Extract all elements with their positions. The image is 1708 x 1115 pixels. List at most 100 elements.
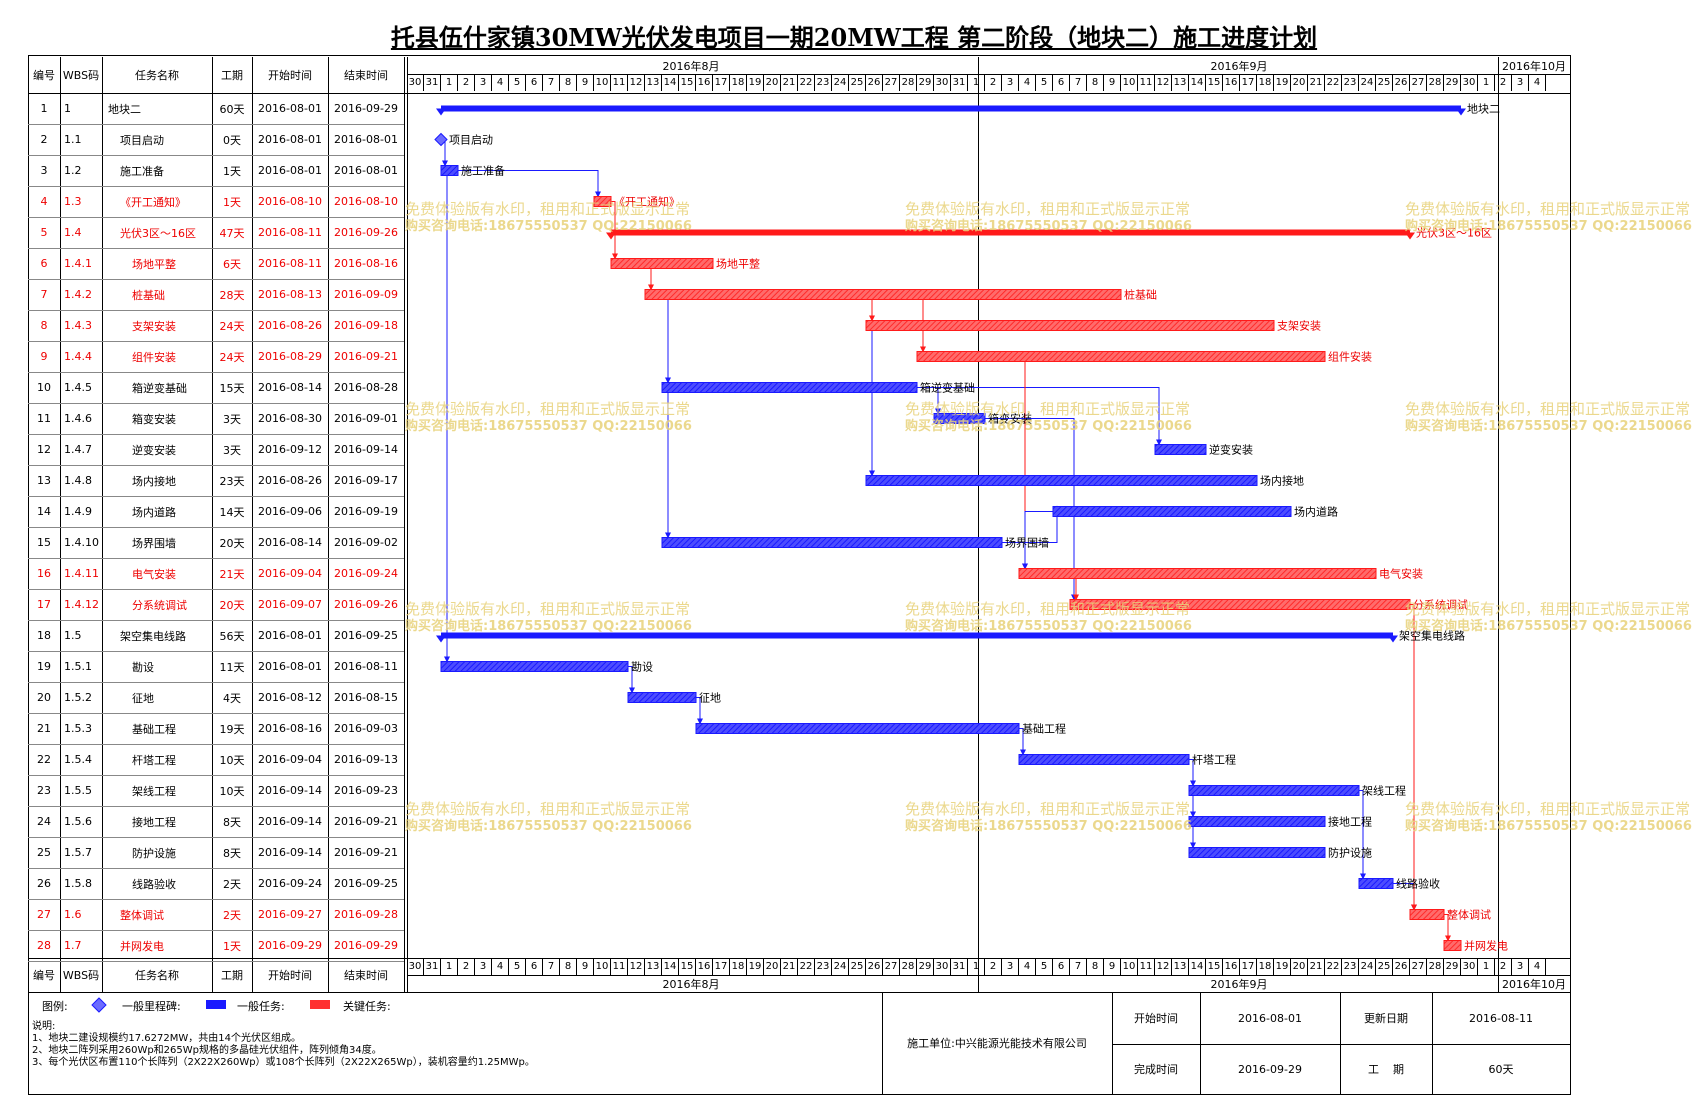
task-start: 2016-09-27 [258, 908, 322, 921]
task-duration: 10天 [219, 784, 245, 798]
schedule-frame [28, 55, 1571, 1095]
task-start: 2016-08-26 [258, 319, 322, 332]
task-wbs: 1.5.6 [64, 815, 92, 828]
timeline-day: 1 [441, 958, 458, 975]
dependency-link [458, 170, 601, 198]
bar-label: 箱逆变基础 [920, 381, 975, 395]
task-name: 地块二 [108, 102, 141, 116]
timeline-day: 19 [1274, 958, 1291, 975]
timeline-day: 22 [1325, 958, 1342, 975]
period-label: 工 期 [1368, 1063, 1404, 1076]
task-wbs: 1.4.8 [64, 474, 92, 487]
col-duration-footer: 工期 [221, 969, 243, 982]
bar-label: 项目启动 [449, 134, 493, 147]
finish-time-label: 完成时间 [1134, 1063, 1178, 1076]
timeline-day: 31 [951, 958, 968, 975]
period-value: 60天 [1488, 1063, 1514, 1076]
task-duration: 28天 [219, 288, 245, 302]
task-start: 2016-09-12 [258, 443, 322, 456]
bar-label: 电气安装 [1379, 567, 1423, 581]
timeline-day: 1 [968, 958, 985, 975]
task-wbs: 1.6 [64, 908, 82, 921]
bar-label: 杆塔工程 [1192, 753, 1236, 767]
task-wbs: 1.4.7 [64, 443, 92, 456]
bar-label: 逆变安装 [1209, 443, 1253, 457]
col-num-footer: 编号 [33, 969, 55, 982]
task-end: 2016-09-03 [334, 722, 398, 735]
timeline-day: 15 [1206, 74, 1223, 91]
update-date-label: 更新日期 [1364, 1012, 1408, 1025]
timeline-day: 8 [560, 958, 577, 975]
row-divider [28, 124, 404, 125]
task-end: 2016-09-01 [334, 412, 398, 425]
task-start: 2016-09-14 [258, 846, 322, 859]
col-end-header: 结束时间 [344, 69, 388, 82]
task-id: 5 [40, 226, 48, 239]
timeline-day: 29 [1444, 74, 1461, 91]
bar-label: 箱变安装 [988, 412, 1032, 426]
timeline-day: 4 [1019, 74, 1036, 91]
timeline-day: 14 [1189, 958, 1206, 975]
normal-task-icon [206, 1000, 226, 1009]
summary-end-cap [1456, 108, 1466, 116]
task-start: 2016-08-10 [258, 195, 322, 208]
month-aug-top: 2016年8月 [662, 59, 720, 73]
task-end: 2016-09-19 [334, 505, 398, 518]
task-wbs: 1.4.6 [64, 412, 92, 425]
task-duration: 2天 [223, 877, 241, 891]
note-line-2: 2、地块二阵列采用260Wp和265Wp规格的多晶硅光伏组件，阵列倾角34度。 [32, 1045, 382, 1056]
task-duration: 10天 [219, 753, 245, 767]
task-duration: 19天 [219, 722, 245, 736]
task-bar [865, 320, 1275, 331]
task-id: 3 [40, 164, 48, 177]
task-start: 2016-09-14 [258, 815, 322, 828]
timeline-day: 9 [1104, 74, 1121, 91]
timeline-day: 16 [696, 958, 713, 975]
timeline-day: 10 [594, 74, 611, 91]
task-end: 2016-09-26 [334, 598, 398, 611]
timeline-day: 28 [1427, 958, 1444, 975]
task-id: 21 [37, 722, 51, 735]
task-name: 支架安装 [132, 319, 176, 333]
timeline-day: 27 [1410, 958, 1427, 975]
task-end: 2016-09-13 [334, 753, 398, 766]
timeline-day: 2 [1495, 74, 1512, 91]
bar-label: 并网发电 [1464, 939, 1508, 953]
timeline-day: 30 [407, 74, 424, 91]
task-start: 2016-08-16 [258, 722, 322, 735]
info-divider [1432, 992, 1433, 1095]
task-end: 2016-09-21 [334, 815, 398, 828]
row-divider [28, 589, 404, 590]
task-wbs: 1.7 [64, 939, 82, 952]
task-duration: 3天 [223, 412, 241, 426]
dependency-link [1444, 914, 1451, 942]
timeline-day: 25 [849, 958, 866, 975]
timeline-day: 4 [1529, 74, 1546, 91]
task-wbs: 1.4.4 [64, 350, 92, 363]
timeline-day: 4 [492, 958, 509, 975]
timeline-day: 31 [951, 74, 968, 91]
task-id: 23 [37, 784, 51, 797]
task-duration: 6天 [223, 257, 241, 271]
task-duration: 1天 [223, 195, 241, 209]
row-divider [28, 651, 404, 652]
timeline-day: 26 [866, 958, 883, 975]
task-end: 2016-09-24 [334, 567, 398, 580]
task-start: 2016-08-01 [258, 660, 322, 673]
timeline-day: 4 [492, 74, 509, 91]
task-start: 2016-08-01 [258, 102, 322, 115]
task-start: 2016-09-07 [258, 598, 322, 611]
task-id: 25 [37, 846, 51, 859]
task-wbs: 1.5.5 [64, 784, 92, 797]
task-end: 2016-08-15 [334, 691, 398, 704]
task-start: 2016-09-04 [258, 753, 322, 766]
bar-label: 接地工程 [1328, 816, 1372, 829]
timeline-day: 11 [1138, 958, 1155, 975]
task-bar [661, 537, 1003, 548]
task-id: 28 [37, 939, 51, 952]
summary-bar [441, 105, 1461, 112]
dependency-link [1019, 728, 1026, 756]
timeline-day: 20 [764, 958, 781, 975]
timeline-day: 3 [475, 958, 492, 975]
bar-label: 基础工程 [1022, 723, 1066, 736]
